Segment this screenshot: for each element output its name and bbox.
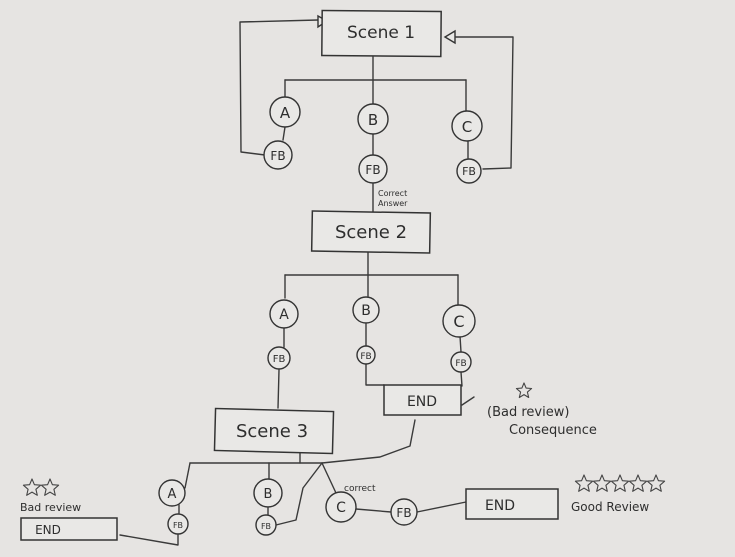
scene3-correct-path	[355, 501, 467, 513]
bad-end-label: END	[35, 523, 61, 537]
star-icon	[628, 474, 648, 492]
star-icon	[574, 474, 594, 492]
svg-text:FB: FB	[396, 506, 411, 520]
consequence-annotation: Consequence	[509, 423, 597, 438]
star-icon	[592, 474, 612, 492]
scene2-end-label: END	[407, 394, 437, 410]
svg-text:C: C	[336, 500, 346, 516]
scene2-choice-a[interactable]: A	[269, 299, 299, 329]
scene3-bad-review-stars	[22, 478, 60, 496]
good-end-box[interactable]: END	[465, 488, 559, 520]
star-icon	[515, 382, 533, 399]
scene3-feedback-c[interactable]: FB	[390, 498, 418, 526]
svg-text:A: A	[279, 307, 289, 323]
scene2-end-box[interactable]: END	[383, 384, 462, 416]
loop-c-to-scene1	[455, 36, 514, 170]
end-to-scene3-return	[321, 419, 416, 464]
scene3-choice-c[interactable]: C	[325, 491, 357, 523]
correct-annotation: correct	[344, 484, 376, 494]
correct-answer-label-line1: Correct	[378, 189, 407, 198]
good-review-annotation: Good Review	[571, 500, 649, 514]
scene2-choice-b[interactable]: B	[352, 296, 380, 324]
scene-2-label: Scene 2	[335, 222, 407, 243]
scene2-branch-drops	[284, 274, 459, 306]
scene2-bad-review-stars	[515, 382, 533, 399]
star-icon	[646, 474, 666, 492]
scene-3-label: Scene 3	[236, 421, 308, 442]
good-end-label: END	[485, 498, 515, 514]
star-icon	[40, 478, 60, 496]
scene2-choice-to-fb	[283, 323, 462, 353]
svg-text:C: C	[462, 118, 472, 136]
scene1-feedback-a[interactable]: FB	[263, 140, 293, 170]
scene-3-box[interactable]: Scene 3	[213, 407, 335, 455]
scene3-b-loop	[271, 462, 323, 527]
svg-text:FB: FB	[462, 165, 476, 178]
scene-2-box[interactable]: Scene 2	[310, 210, 432, 254]
svg-text:FB: FB	[455, 359, 466, 369]
svg-text:A: A	[168, 487, 177, 502]
svg-text:B: B	[368, 111, 378, 129]
scene2-c-to-end	[460, 371, 475, 406]
loop-a-to-scene1	[239, 19, 319, 156]
scene1-feedback-b[interactable]: FB	[358, 154, 388, 184]
svg-text:FB: FB	[365, 163, 380, 177]
bad-end-box[interactable]: END	[20, 517, 118, 541]
scene3-branch-drops	[184, 462, 337, 494]
scene3-a-to-end	[119, 534, 179, 546]
bad-review-left-annotation: Bad review	[20, 501, 81, 514]
scene3-choice-to-fb	[178, 504, 269, 516]
svg-text:FB: FB	[261, 522, 271, 531]
star-icon	[610, 474, 630, 492]
scene1-choice-to-fb	[282, 126, 469, 159]
svg-text:A: A	[280, 104, 291, 122]
arrowhead-right-icon	[443, 29, 456, 45]
scene2-feedback-a[interactable]: FB	[267, 346, 291, 370]
scene3-choice-b[interactable]: B	[253, 478, 283, 508]
correct-answer-label-line2: Answer	[378, 199, 408, 208]
bad-review-annotation: (Bad review)	[487, 405, 569, 420]
scene1-choice-b[interactable]: B	[357, 103, 389, 135]
svg-text:FB: FB	[360, 352, 371, 362]
scene2-a-to-scene3	[277, 369, 280, 409]
scene1-choice-a[interactable]: A	[269, 96, 301, 128]
svg-text:FB: FB	[173, 521, 183, 530]
scene1-feedback-c[interactable]: FB	[456, 158, 482, 184]
good-review-stars	[574, 474, 666, 492]
scene3-feedback-a[interactable]: FB	[167, 513, 189, 535]
svg-text:FB: FB	[270, 149, 285, 163]
svg-text:FB: FB	[273, 354, 286, 365]
scene2-choice-c[interactable]: C	[442, 304, 476, 338]
scene1-choice-c[interactable]: C	[451, 110, 483, 142]
connectors	[119, 19, 514, 546]
scene-1-box[interactable]: Scene 1	[321, 9, 442, 58]
scene1-branch-drops	[284, 79, 467, 113]
scene3-choice-a[interactable]: A	[158, 479, 186, 507]
scene2-b-to-end	[365, 363, 385, 386]
scene2-feedback-c[interactable]: FB	[450, 351, 472, 373]
svg-text:B: B	[264, 487, 273, 502]
scene3-feedback-b[interactable]: FB	[255, 514, 277, 536]
scene-1-label: Scene 1	[347, 23, 415, 43]
svg-text:B: B	[361, 303, 371, 319]
star-icon	[22, 478, 42, 496]
scene2-feedback-b[interactable]: FB	[356, 345, 376, 365]
svg-text:C: C	[453, 312, 464, 331]
